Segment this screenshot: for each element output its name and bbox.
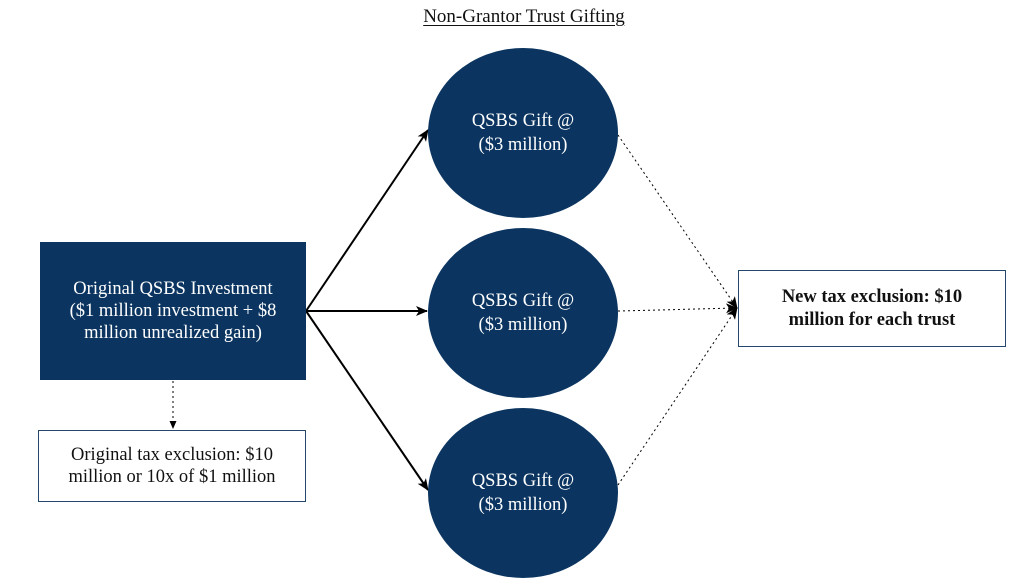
gift-node-middle: QSBS Gift @ ($3 million) [428,228,618,398]
gift-node-bottom: QSBS Gift @ ($3 million) [428,408,618,578]
new-exclusion-box: New tax exclusion: $10 million for each … [738,270,1006,347]
diagram-title: Non-Grantor Trust Gifting [423,6,625,27]
arrow-gift-middle-to-new-exclusion [617,303,738,314]
gift-node-top: QSBS Gift @ ($3 million) [428,48,618,218]
arrow-gift-top-to-new-exclusion [617,134,738,309]
original-exclusion-box: Original tax exclusion: $10 million or 1… [38,430,306,502]
arrow-gift-bottom-to-new-exclusion [617,307,738,486]
arrow-source-to-gift-top [305,129,429,312]
arrow-source-to-gift-bottom [305,310,429,491]
original-investment-box: Original QSBS Investment ($1 million inv… [40,242,306,380]
